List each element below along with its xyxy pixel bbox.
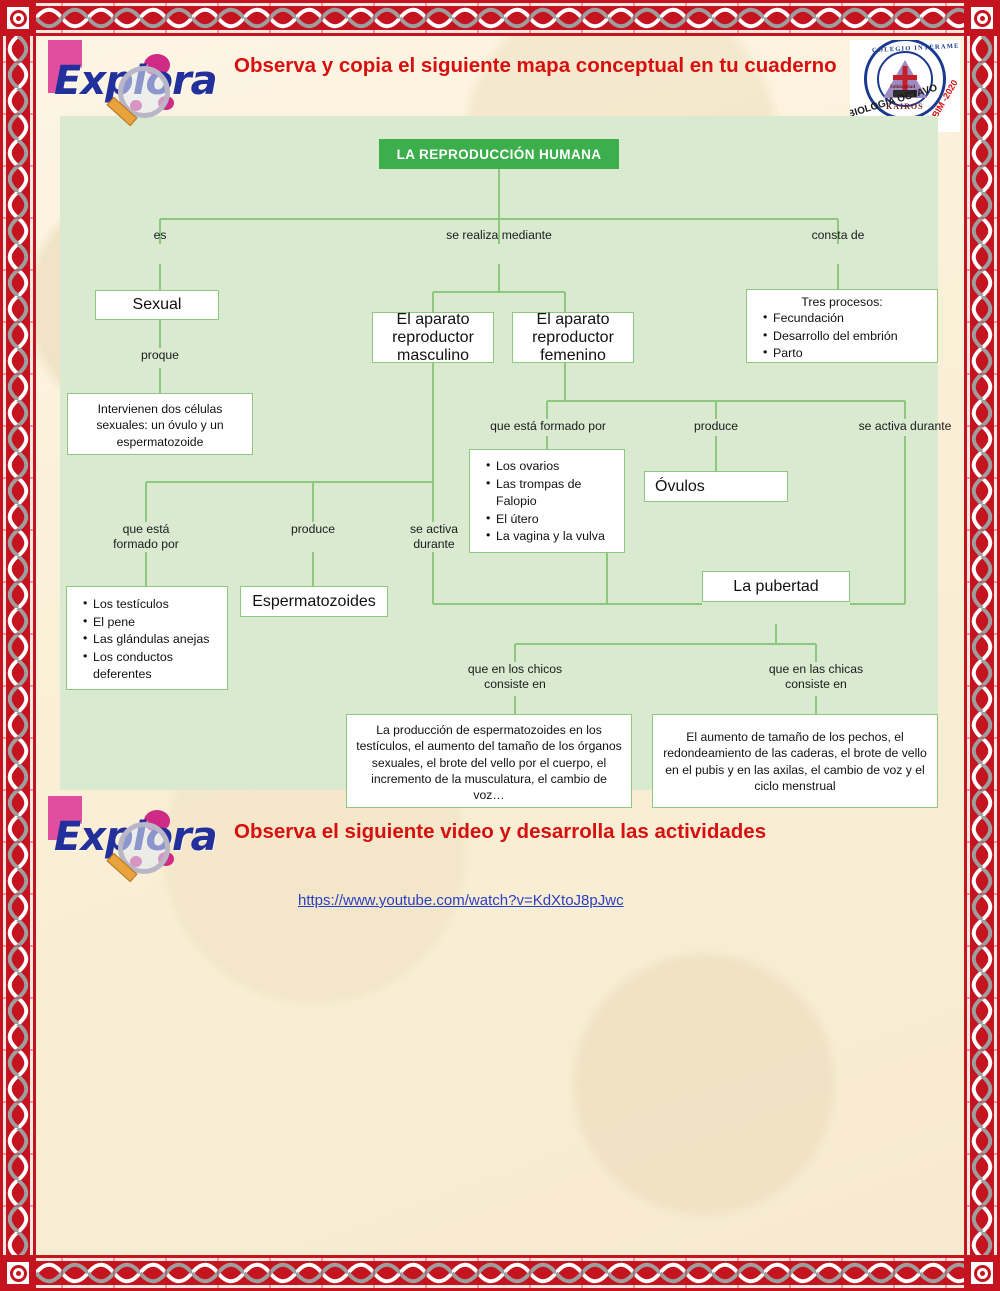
- concept-map-panel: LA REPRODUCCIÓN HUMANA es se realiza med…: [60, 116, 951, 808]
- border-braid-top: [36, 0, 964, 36]
- node-sexual: Sexual: [95, 290, 219, 320]
- section-header-2: Explora Observa el siguiente video y des…: [48, 796, 948, 888]
- seal-cross-icon: [893, 75, 917, 80]
- border-band-right: [964, 0, 1000, 1291]
- seal-arc-bottom-text: KAIROS: [886, 102, 924, 111]
- logo-splat: [48, 824, 60, 840]
- connector-label-consta-de: consta de: [811, 228, 865, 242]
- corner-ornament-bottom-left: [0, 1255, 36, 1291]
- corner-ornament-bottom-right: [964, 1255, 1000, 1291]
- seal-inner-ring: [877, 51, 933, 107]
- list-item: Los testículos: [83, 595, 219, 614]
- border-braid-left: [0, 36, 36, 1255]
- connector-label-male-formado-por: que está formado por: [113, 522, 179, 552]
- list-item: El útero: [486, 510, 616, 529]
- connector-label-female-produce: produce: [693, 419, 739, 433]
- header-1-text: Observa y copia el siguiente mapa concep…: [234, 54, 837, 77]
- node-tres-procesos: Tres procesos: Fecundación Desarrollo de…: [746, 289, 938, 363]
- header-2-text: Observa el siguiente video y desarrolla …: [234, 820, 767, 843]
- logo-splat: [48, 796, 82, 824]
- map-title: LA REPRODUCCIÓN HUMANA: [379, 139, 619, 169]
- list-item: El pene: [83, 613, 219, 632]
- border-band-left: [0, 0, 36, 1291]
- chicos-descripcion-text: La producción de espermatozoides en los …: [356, 723, 622, 803]
- worksheet-page: Explora Observa y copia el siguiente map…: [36, 36, 964, 1255]
- connector-label-female-se-activa-durante: se activa durante: [858, 419, 952, 433]
- connector-label-chicas: que en las chicas consiste en: [768, 662, 864, 692]
- list-item: Los conductos deferentes: [83, 648, 219, 684]
- border-band-bottom: [0, 1255, 1000, 1291]
- logo-splat: [48, 84, 57, 93]
- seal-motto-text: Solidaridad: [890, 85, 916, 90]
- explora-logo: Explora: [48, 796, 224, 888]
- logo-splat: [48, 40, 82, 68]
- node-espermatozoides: Espermatozoides: [240, 586, 388, 617]
- section-header-1: Explora Observa y copia el siguiente map…: [48, 40, 948, 132]
- tres-procesos-list: Fecundación Desarrollo del embrión Parto: [747, 309, 937, 369]
- youtube-video-link[interactable]: https://www.youtube.com/watch?v=KdXtoJ8p…: [298, 892, 624, 909]
- chicas-descripcion-text: El aumento de tamaño de los pechos, el r…: [663, 730, 927, 794]
- node-la-pubertad: La pubertad: [702, 571, 850, 602]
- connector-label-male-se-activa-durante: se activa durante: [409, 522, 459, 552]
- list-item: Fecundación: [763, 309, 929, 328]
- node-partes-masculinas: Los testículos El pene Las glándulas ane…: [66, 586, 228, 690]
- connector-label-es: es: [153, 228, 167, 242]
- logo-splat: [48, 68, 60, 84]
- node-aparato-reproductor-femenino: El aparato reproductor femenino: [512, 311, 634, 364]
- tres-procesos-title: Tres procesos:: [801, 295, 883, 309]
- border-band-top: [0, 0, 1000, 36]
- node-chicas-descripcion: El aumento de tamaño de los pechos, el r…: [652, 714, 938, 808]
- seal-cross-icon: [902, 66, 908, 96]
- seal-disc: [864, 40, 946, 120]
- corner-ornament-top-right: [964, 0, 1000, 36]
- border-braid-bottom: [36, 1255, 964, 1291]
- node-partes-femeninas: Los ovarios Las trompas de Falopio El út…: [469, 449, 625, 553]
- node-intervienen-text: Intervienen dos células sexuales: un óvu…: [96, 402, 224, 449]
- node-intervienen-dos-celulas: Intervienen dos células sexuales: un óvu…: [67, 393, 253, 455]
- list-item: Las trompas de Falopio: [486, 475, 616, 511]
- border-braid-right: [964, 36, 1000, 1255]
- seal-book-icon: [893, 90, 917, 97]
- list-item: Desarrollo del embrión: [763, 327, 929, 346]
- list-item: Parto: [763, 344, 929, 363]
- connector-label-chicos: que en los chicos consiste en: [467, 662, 563, 692]
- list-item: La vagina y la vulva: [486, 527, 616, 546]
- node-aparato-reproductor-masculino: El aparato reproductor masculino: [372, 311, 494, 364]
- corner-ornament-top-left: [0, 0, 36, 36]
- connector-label-proque: proque: [141, 348, 179, 362]
- connector-lines: [60, 116, 938, 790]
- node-chicos-descripcion: La producción de espermatozoides en los …: [346, 714, 632, 808]
- connector-label-male-produce: produce: [290, 522, 336, 536]
- list-item: Los ovarios: [486, 457, 616, 476]
- connector-label-female-formado-por: que está formado por: [490, 419, 606, 433]
- explora-logo: Explora: [48, 40, 224, 132]
- partes-masculinas-list: Los testículos El pene Las glándulas ane…: [67, 587, 227, 690]
- connector-label-se-realiza-mediante: se realiza mediante: [446, 228, 552, 242]
- list-item: Las glándulas anejas: [83, 630, 219, 649]
- partes-femeninas-list: Los ovarios Las trompas de Falopio El út…: [470, 450, 624, 552]
- node-ovulos: Óvulos: [644, 471, 788, 502]
